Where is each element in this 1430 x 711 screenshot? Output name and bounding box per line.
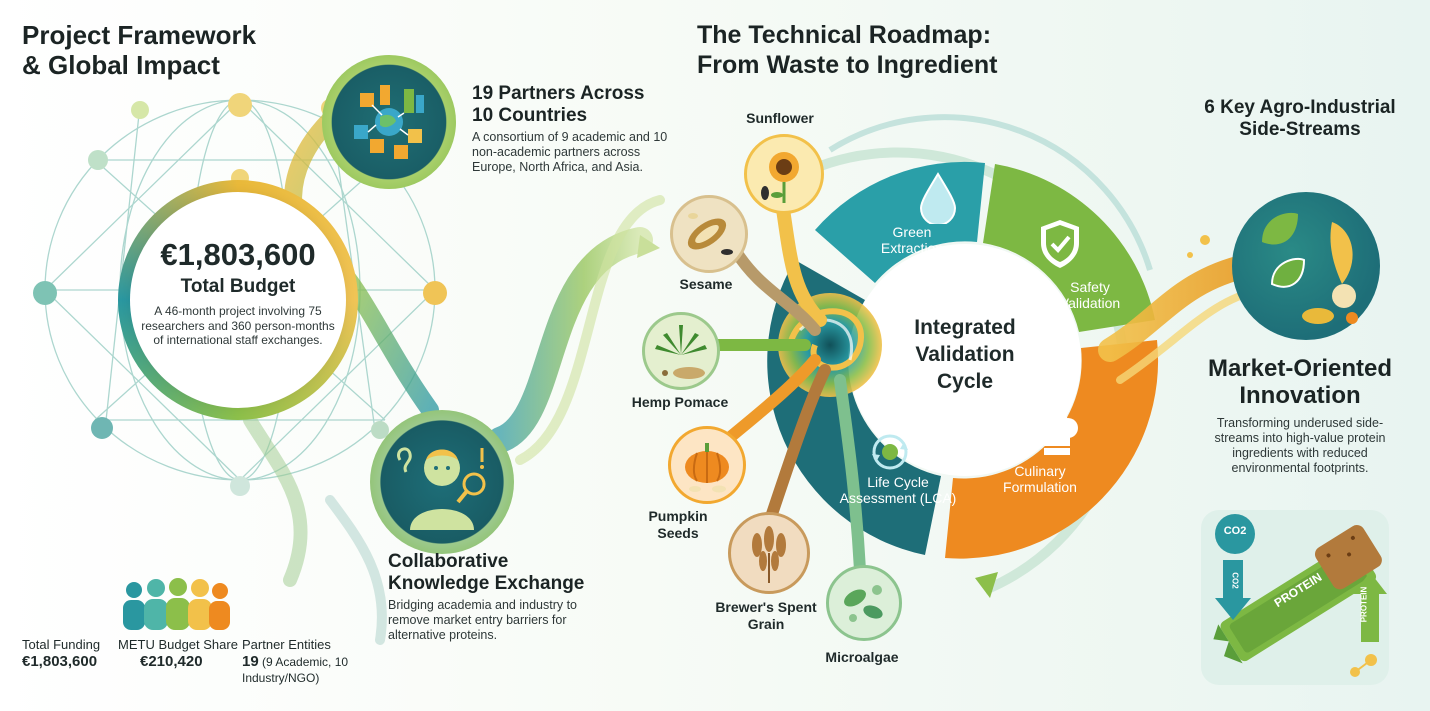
arrow-down-label: CO2 xyxy=(1230,572,1240,589)
co2-badge-label: CO2 xyxy=(1223,525,1247,537)
partners-title-line2: 10 Countries xyxy=(472,105,588,126)
arrow-up-label: PROTEIN xyxy=(1359,586,1369,623)
sesame-icon xyxy=(670,195,748,273)
budget-description: A 46-month project involving 75 research… xyxy=(141,304,335,347)
exchange-circle xyxy=(370,410,514,554)
source-label-microalgae: Microalgae xyxy=(825,649,899,665)
section-title-roadmap: The Technical Roadmap: From Waste to Ing… xyxy=(697,20,1037,80)
partners-title: 19 Partners Across 10 Countries xyxy=(472,83,702,127)
cycle-title: Integrated Validation Cycle xyxy=(914,316,1016,393)
market-description: Transforming underused side-streams into… xyxy=(1214,416,1386,475)
protein-bar-icon xyxy=(1201,510,1389,685)
microalgae-icon xyxy=(826,565,902,641)
shield-check-icon xyxy=(1041,220,1079,268)
stat-label: Total Funding xyxy=(22,637,101,652)
exchange-description: Bridging academia and industry to remove… xyxy=(388,598,578,642)
market-title-line1: Market-Oriented xyxy=(1207,355,1393,382)
stat-partner-entities: Partner Entities 19 (9 Academic, 10 Indu… xyxy=(242,637,352,686)
recycle-globe-icon xyxy=(872,434,908,470)
stat-value: €210,420 xyxy=(140,653,203,670)
budget-circle: €1,803,600 Total Budget A 46-month proje… xyxy=(118,180,358,420)
segment-safety-validation: Safety Validation xyxy=(1059,279,1121,311)
stat-label: Partner Entities xyxy=(242,637,331,652)
team-icon xyxy=(123,578,230,630)
section-title-line2: Side-Streams xyxy=(1239,119,1361,140)
hemp-icon xyxy=(642,312,720,390)
stat-note: (9 Academic, 10 Industry/NGO) xyxy=(242,655,349,685)
sidestream-ingredients-circle xyxy=(1232,192,1380,340)
exchange-title: Collaborative Knowledge Exchange xyxy=(388,551,618,595)
section-title-line1: Project Framework xyxy=(22,20,257,50)
section-title-line1: 6 Key Agro-Industrial xyxy=(1204,97,1396,118)
budget-amount: €1,803,600 xyxy=(160,237,316,272)
segment-lca: Life Cycle Assessment (LCA) xyxy=(839,474,957,506)
source-label-sesame: Sesame xyxy=(679,276,733,292)
researcher-icon xyxy=(397,447,486,530)
section-title-sidestreams: 6 Key Agro-Industrial Side-Streams xyxy=(1190,97,1410,141)
wheat-icon xyxy=(728,512,810,594)
section-title-line2: & Global Impact xyxy=(22,50,220,80)
source-label-brewers-grain: Brewer's Spent Grain xyxy=(715,599,817,632)
section-title-framework: Project Framework & Global Impact xyxy=(22,20,322,80)
leaf-ingredients-icon xyxy=(1262,212,1358,324)
water-drop-icon xyxy=(919,172,957,224)
sunflower-icon xyxy=(744,134,824,214)
segment-culinary-formulation: Culinary Formulation xyxy=(1003,463,1077,495)
globe-blocks-icon xyxy=(354,85,424,159)
partners-globe-icon xyxy=(322,55,456,189)
market-title: Market-Oriented Innovation xyxy=(1190,355,1410,409)
exchange-title-line1: Collaborative xyxy=(388,551,509,572)
pumpkin-icon xyxy=(668,426,746,504)
source-label-sunflower: Sunflower xyxy=(746,110,814,126)
source-label-hemp: Hemp Pomace xyxy=(631,394,729,410)
chef-hat-icon xyxy=(1036,411,1078,455)
market-title-line2: Innovation xyxy=(1239,382,1361,409)
source-label-pumpkin: Pumpkin Seeds xyxy=(648,508,708,541)
stat-total-funding: Total Funding €1,803,600 xyxy=(22,637,128,671)
section-title-line1: The Technical Roadmap: xyxy=(697,21,992,49)
stat-label: METU Budget Share xyxy=(118,637,238,652)
stat-value: 19 xyxy=(242,653,259,670)
section-title-line2: From Waste to Ingredient xyxy=(697,51,998,79)
budget-label: Total Budget xyxy=(180,276,296,297)
stat-metu-share: METU Budget Share €210,420 xyxy=(118,637,238,671)
partners-title-line1: 19 Partners Across xyxy=(472,83,645,104)
stat-value: €1,803,600 xyxy=(22,653,98,670)
exchange-title-line2: Knowledge Exchange xyxy=(388,573,585,594)
partners-description: A consortium of 9 academic and 10 non-ac… xyxy=(472,130,668,174)
segment-green-extraction: Green Extraction xyxy=(880,224,944,256)
